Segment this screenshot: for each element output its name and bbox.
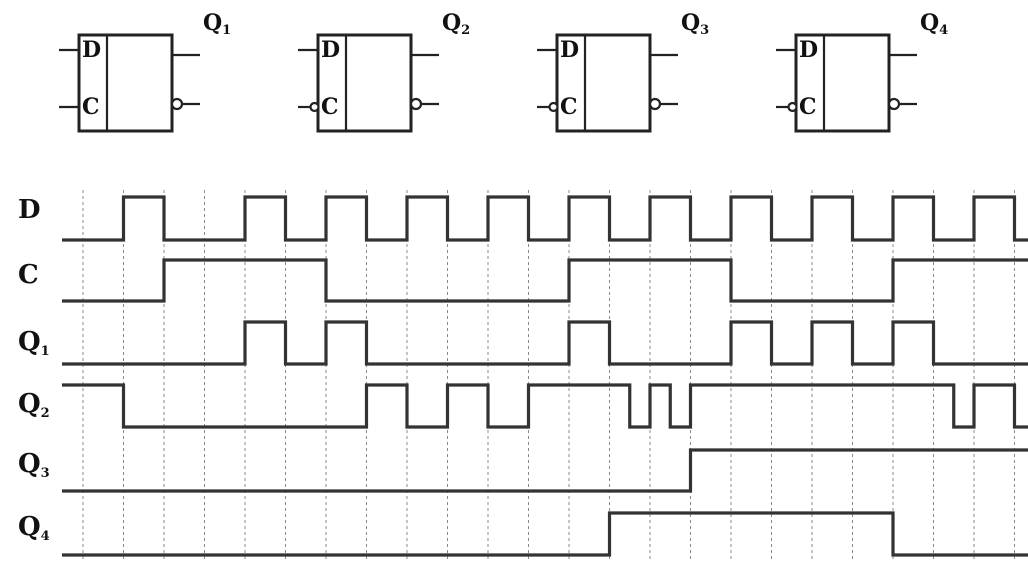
signal-subscript: 1 <box>41 344 50 359</box>
waveform-d <box>62 195 1028 242</box>
c-pin-label: C <box>560 94 578 120</box>
signal-row-3: Q2 <box>18 383 1028 429</box>
output-letter: Q <box>681 10 700 36</box>
d-pin-label: D <box>321 37 340 63</box>
flipflop-2: D C Q2 <box>298 10 470 133</box>
waveform-c <box>62 258 1028 303</box>
d-pin-label: D <box>560 37 579 63</box>
signal-subscript: 2 <box>41 406 50 421</box>
waveform-q4 <box>62 511 1028 557</box>
signal-name: Q <box>18 389 41 419</box>
output-label: Q3 <box>681 10 709 38</box>
d-pin-label: D <box>799 37 818 63</box>
flipflop-body <box>77 33 174 133</box>
output-letter: Q <box>442 10 461 36</box>
inverted-output-bubble <box>170 97 184 111</box>
c-pin-label: C <box>799 94 817 120</box>
signal-row-4: Q3 <box>18 448 1028 493</box>
output-label: Q4 <box>920 10 948 38</box>
waveform-q1 <box>62 320 1028 366</box>
signal-name: Q <box>18 512 41 542</box>
flipflop-body <box>555 33 652 133</box>
output-subscript: 1 <box>222 23 231 38</box>
signal-subscript: 3 <box>41 466 50 481</box>
output-subscript: 3 <box>700 23 709 38</box>
signal-name: Q <box>18 327 41 357</box>
signal-row-2: Q1 <box>18 320 1028 366</box>
signal-label: Q4 <box>18 512 50 544</box>
signal-row-5: Q4 <box>18 511 1028 557</box>
flipflop-body <box>794 33 891 133</box>
clock-inversion-bubble <box>548 101 559 113</box>
signal-subscript: 4 <box>41 529 50 544</box>
clock-inversion-bubble <box>787 101 798 113</box>
waveform-q3 <box>62 448 1028 493</box>
inverted-output-bubble <box>887 97 901 111</box>
output-subscript: 4 <box>939 23 948 38</box>
output-label: Q1 <box>203 10 231 38</box>
output-letter: Q <box>920 10 939 36</box>
c-pin-label: C <box>82 94 100 120</box>
output-subscript: 2 <box>461 23 470 38</box>
signal-row-1: C <box>18 258 1028 303</box>
signal-label: Q2 <box>18 389 50 421</box>
flipflop-1: D C Q1 <box>59 10 231 133</box>
flipflop-body <box>316 33 413 133</box>
inverted-output-bubble <box>648 97 662 111</box>
flipflop-4: D C Q4 <box>776 10 948 133</box>
clock-inversion-bubble <box>309 101 320 113</box>
d-pin-label: D <box>82 37 101 63</box>
signal-row-0: D <box>18 195 1028 242</box>
waveform-q2 <box>62 383 1028 429</box>
c-pin-label: C <box>321 94 339 120</box>
signal-name: Q <box>18 449 41 479</box>
signal-label: Q3 <box>18 449 50 481</box>
flipflop-3: D C Q3 <box>537 10 709 133</box>
signal-label: Q1 <box>18 327 50 359</box>
signal-name: C <box>18 260 39 290</box>
signal-label: D <box>18 195 41 225</box>
output-label: Q2 <box>442 10 470 38</box>
inverted-output-bubble <box>409 97 423 111</box>
signal-label: C <box>18 260 39 290</box>
output-letter: Q <box>203 10 222 36</box>
time-guide-lines <box>82 190 1015 560</box>
signal-name: D <box>18 195 41 225</box>
